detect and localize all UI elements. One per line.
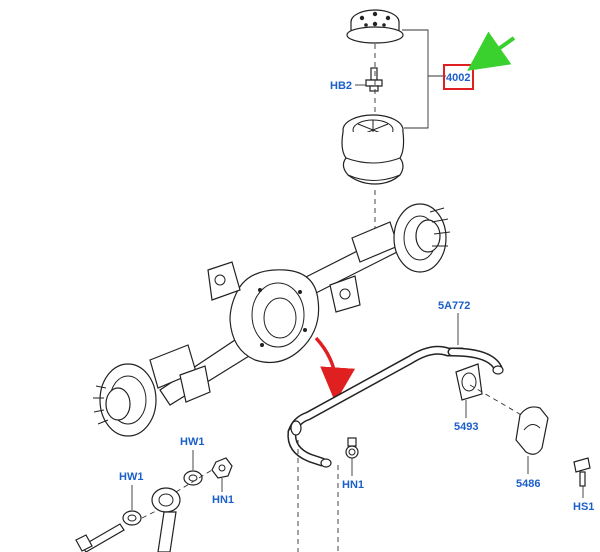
highlight-box xyxy=(443,64,474,90)
stabilizer-bar-5a772[interactable] xyxy=(287,345,504,468)
stabilizer-link[interactable] xyxy=(151,487,181,552)
label-5493[interactable]: 5493 xyxy=(454,421,478,433)
bushing-5493[interactable] xyxy=(455,363,483,401)
green-arrow xyxy=(467,31,516,71)
label-5a772[interactable]: 5A772 xyxy=(438,300,470,312)
label-hw1-top[interactable]: HW1 xyxy=(180,436,204,448)
link-bolt[interactable] xyxy=(75,523,125,552)
label-hs1[interactable]: HS1 xyxy=(573,501,594,513)
bracket-5486[interactable] xyxy=(515,406,549,455)
bolt-hb2[interactable] xyxy=(365,67,383,92)
label-hb2[interactable]: HB2 xyxy=(330,80,352,92)
label-5486[interactable]: 5486 xyxy=(516,478,540,490)
label-4002[interactable]: 4002 xyxy=(446,72,470,84)
washer-hw1-left[interactable] xyxy=(122,510,142,526)
bolt-hs1[interactable] xyxy=(573,457,591,487)
label-hw1-left[interactable]: HW1 xyxy=(119,471,143,483)
washer-hw1-top[interactable] xyxy=(183,470,203,486)
rear-axle-housing[interactable] xyxy=(93,203,451,437)
nut-hn1-mid[interactable] xyxy=(345,437,359,459)
nut-hn1-low[interactable] xyxy=(211,457,233,479)
label-hn1-low[interactable]: HN1 xyxy=(212,494,234,506)
air-spring-bellows[interactable] xyxy=(341,114,405,185)
air-spring-top-plate[interactable] xyxy=(346,9,404,44)
label-hn1-mid[interactable]: HN1 xyxy=(342,479,364,491)
red-arrow xyxy=(314,336,356,403)
